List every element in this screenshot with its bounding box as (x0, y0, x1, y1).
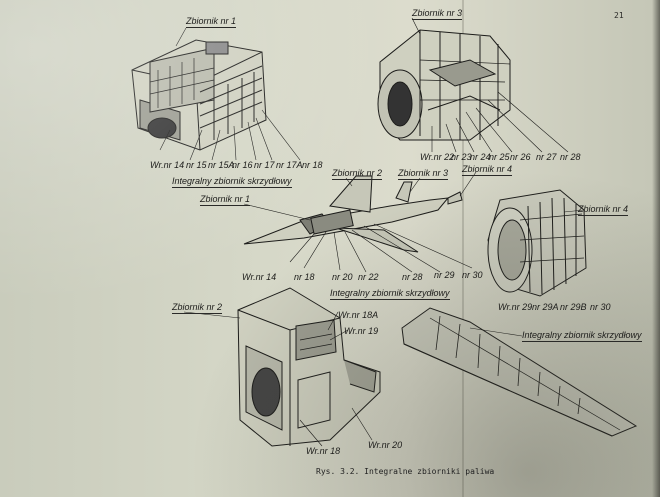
tank-3-label: Zbiornik nr 3 (398, 168, 449, 180)
frame-label: nr 15 (186, 160, 207, 170)
tank-2-drawing (237, 287, 381, 447)
frame-label: nr 28 (560, 152, 581, 162)
frame-label: nr 24 (470, 152, 491, 162)
frame-label: nr 22 (358, 272, 379, 282)
frame-label: nr 30 (462, 270, 483, 280)
aircraft-drawing (243, 175, 473, 273)
tank-1-title: Zbiornik nr 1 (186, 16, 237, 28)
tank-4-drawing (487, 189, 587, 297)
page-edge (652, 0, 660, 497)
page-fold (462, 0, 464, 497)
wing-tank-drawing (401, 307, 638, 437)
frame-label: nr 29A (532, 302, 559, 312)
page-number: 21 (614, 11, 624, 20)
frame-label: nr 23 (451, 152, 472, 162)
frame-label: Wr.nr 18A (338, 310, 379, 320)
frame-label: nr 30 (590, 302, 611, 312)
frame-label: Wr.nr 22 (420, 152, 455, 162)
tank-3-title: Zbiornik nr 3 (412, 8, 463, 20)
frame-label: nr 17A (276, 160, 303, 170)
tank-4-title: Zbiornik nr 4 (578, 204, 629, 216)
frame-label: nr 25 (489, 152, 510, 162)
frame-label: nr 27 (536, 152, 557, 162)
frame-label: Wr.nr 19 (344, 326, 379, 336)
frame-label: nr 29B (560, 302, 587, 312)
tank-4-label: Zbiornik nr 4 (462, 164, 513, 176)
frame-label: nr 18 (294, 272, 315, 282)
frame-label: Wr.nr 14 (150, 160, 185, 170)
wing-tank-subtitle: Integralny zbiornik skrzydłowy (172, 176, 292, 188)
frame-label: nr 29 (434, 270, 455, 280)
tank-1-label: Zbiornik nr 1 (200, 194, 251, 206)
figure-caption: Rys. 3.2. Integralne zbiorniki paliwa (316, 467, 495, 476)
frame-label: nr 15A (208, 160, 235, 170)
frame-label: nr 20 (332, 272, 353, 282)
tank-3-drawing (377, 29, 511, 141)
frame-label: nr 16 (232, 160, 253, 170)
tank-1-drawing (131, 39, 267, 151)
frame-label: Wr.nr 14 (242, 272, 277, 282)
frame-label: nr 26 (510, 152, 531, 162)
tank-2-title: Zbiornik nr 2 (172, 302, 223, 314)
frame-label: Wr.nr 29 (498, 302, 533, 312)
frame-label: Wr.nr 18 (306, 446, 341, 456)
tank-2-label: Zbiornik nr 2 (332, 168, 383, 180)
frame-label: nr 17 (254, 160, 275, 170)
frame-label: nr 28 (402, 272, 423, 282)
frame-label: Wr.nr 20 (368, 440, 403, 450)
wing-tank-subtitle: Integralny zbiornik skrzydłowy (330, 288, 450, 300)
wing-tank-title: Integralny zbiornik skrzydłowy (522, 330, 642, 342)
frame-label: nr 18 (302, 160, 323, 170)
